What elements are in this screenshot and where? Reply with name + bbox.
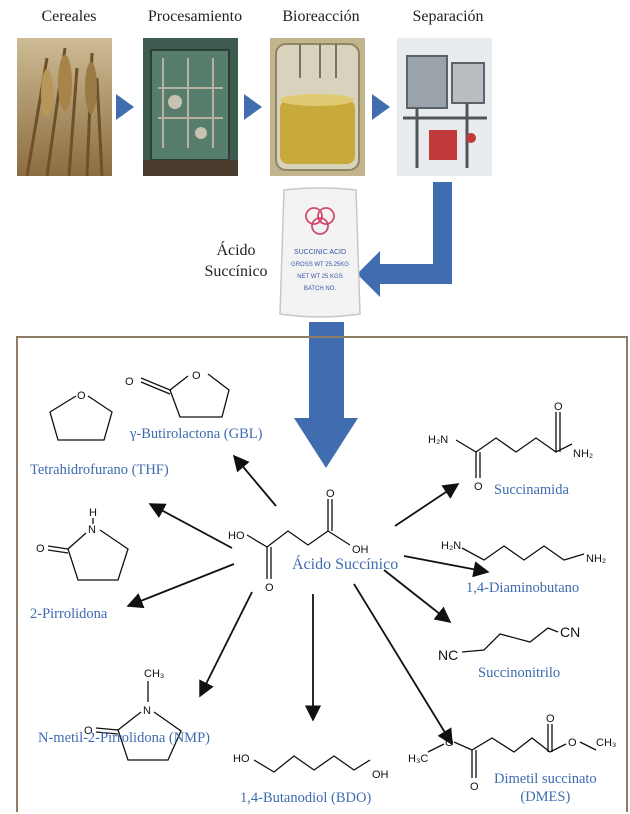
separation-photo [397, 38, 492, 176]
pyrrolidone-caption: 2-Pirrolidona [30, 606, 108, 622]
dmes-caption-line2: (DMES) [520, 789, 571, 805]
separation-to-product-arrow [357, 182, 452, 297]
logo-ring-3 [311, 217, 329, 235]
bioreactor-photo [270, 38, 365, 176]
stage-label-separacion: Separación [412, 8, 484, 25]
diaminobutane-caption: 1,4-Diaminobutano [466, 580, 580, 596]
dmes-caption: Dimetil succinato (DMES) [494, 770, 597, 806]
derivatives-panel [16, 336, 628, 812]
gbl-caption: γ-Butirolactona (GBL) [130, 426, 263, 442]
stage-label-procesamiento: Procesamiento [147, 8, 243, 25]
bag-text-1: SUCCINIC ACID [294, 249, 346, 256]
stage-label-cereales: Cereales [41, 8, 97, 25]
center-caption: Ácido Succínico [292, 556, 399, 573]
nmp-caption: N-metil-2-Pirrolidona (NMP) [38, 730, 210, 746]
logo-ring-2 [317, 207, 335, 225]
bag-text-2: GROSS WT 25.25KG [291, 262, 349, 268]
bag-text-3: NET WT 25 KGS [297, 274, 342, 280]
logo-ring-1 [305, 207, 323, 225]
succinonitrile-caption: Succinonitrilo [478, 665, 561, 681]
product-caption: Ácido Succínico [196, 240, 276, 282]
bag-text-4: BATCH NO. [304, 286, 337, 292]
succinamide-caption: Succinamida [494, 482, 569, 498]
bdo-caption: 1,4-Butanodiol (BDO) [240, 790, 372, 806]
stage-label-bioreaccion: Bioreacción [282, 8, 360, 25]
cereal-photo [17, 38, 112, 176]
processing-photo [143, 38, 238, 176]
product-caption-line2: Succínico [204, 263, 268, 280]
dmes-caption-line1: Dimetil succinato [494, 771, 597, 787]
product-caption-line1: Ácido [216, 242, 256, 259]
thf-caption: Tetrahidrofurano (THF) [30, 462, 169, 478]
flow-arrow-1 [116, 94, 134, 120]
flow-arrow-3 [372, 94, 390, 120]
flow-arrow-2 [244, 94, 262, 120]
succinic-acid-bag: SUCCINIC ACID GROSS WT 25.25KG NET WT 25… [279, 187, 361, 318]
